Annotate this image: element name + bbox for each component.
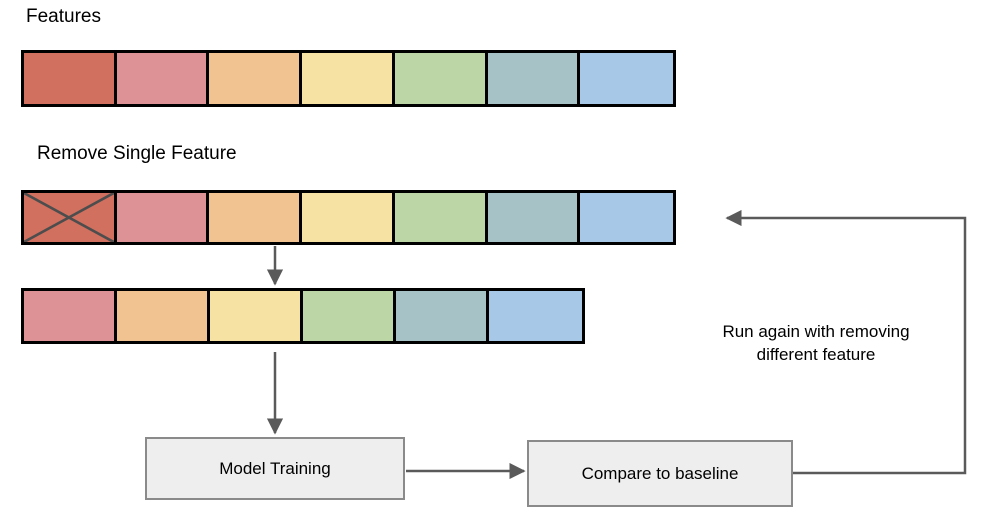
section-title-remove-single-feature: Remove Single Feature: [37, 143, 237, 164]
feature-cell-feature-3: [209, 193, 303, 242]
marked-removal-bar: [21, 190, 676, 245]
feature-cell-feature-6: [396, 291, 489, 341]
loop-annotation: Run again with removing different featur…: [685, 320, 947, 366]
loop-annotation-line-1: Run again with removing: [722, 322, 910, 341]
feature-cell-feature-4: [302, 53, 395, 104]
feature-cell-feature-6: [487, 193, 581, 242]
feature-cell-feature-1: [24, 193, 117, 242]
feature-cell-feature-5: [394, 53, 488, 104]
feature-cell-feature-3: [209, 53, 303, 104]
feature-cell-feature-5: [303, 291, 396, 341]
compare-to-baseline-box[interactable]: Compare to baseline: [527, 440, 793, 507]
feature-cell-feature-4: [210, 291, 303, 341]
model-training-box[interactable]: Model Training: [145, 437, 405, 500]
full-feature-bar: [21, 50, 676, 107]
feature-cell-feature-3: [117, 291, 210, 341]
loop-annotation-line-2: different feature: [756, 345, 876, 364]
feature-cell-feature-4: [302, 193, 395, 242]
removed-feature-cross-icon: [24, 193, 114, 242]
feature-cell-feature-6: [487, 53, 581, 104]
feature-cell-feature-2: [116, 53, 210, 104]
feature-cell-feature-5: [394, 193, 488, 242]
feature-cell-feature-7: [580, 193, 673, 242]
reduced-feature-bar: [21, 288, 585, 344]
page-title-features: Features: [26, 6, 101, 27]
feature-cell-feature-2: [24, 291, 117, 341]
feature-cell-feature-7: [489, 291, 582, 341]
feature-cell-feature-1: [24, 53, 117, 104]
feature-cell-feature-7: [580, 53, 673, 104]
feature-cell-feature-2: [116, 193, 210, 242]
